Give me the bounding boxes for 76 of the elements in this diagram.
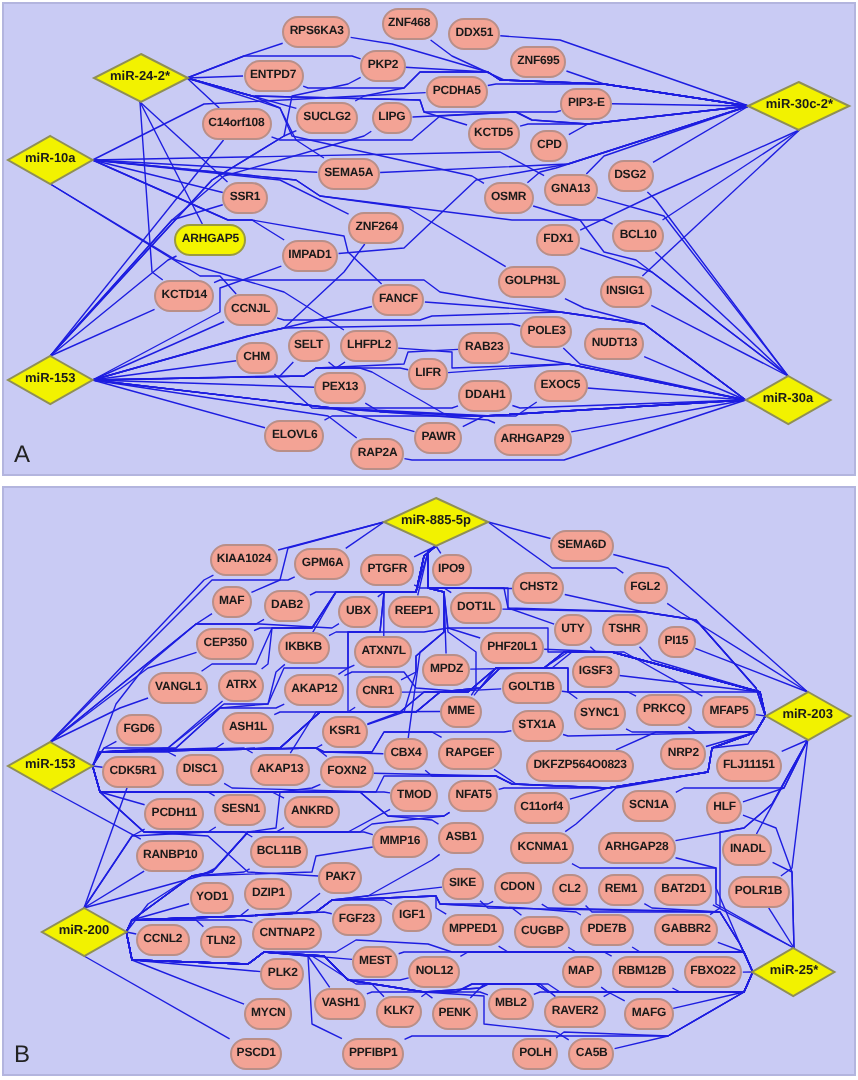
network-edge [771,861,795,949]
network-edge [49,255,178,357]
network-edge [403,399,747,461]
network-edge [612,553,809,693]
network-edge [652,105,750,164]
network-edge [532,205,789,377]
network-edge [780,739,809,877]
network-edge [139,101,164,281]
network-edge [499,35,750,107]
network-edge [83,783,322,909]
network-edge [49,789,142,840]
network-edge [91,265,283,381]
network-edge [345,521,385,550]
network-edge [767,907,795,949]
network-edge [413,545,437,558]
network-edge [742,971,754,973]
network-panel [2,486,856,1076]
network-edge [49,183,345,331]
network-edge [487,521,624,574]
network-edge [596,196,789,377]
network-edge [661,129,801,221]
network-edge [781,739,809,753]
network-edge [91,765,391,794]
network-edge [91,159,383,285]
network-edge [139,101,203,225]
network-edge [435,545,442,555]
network-edge [83,826,217,909]
network-edge [91,379,538,417]
network-edge [49,76,362,357]
network-edge [585,105,750,175]
network-edge [91,243,366,381]
network-edge [643,356,747,401]
network-edge [49,618,265,743]
network-edge [83,955,231,1040]
network-edge [366,971,754,995]
network-edge [479,900,754,973]
network-edge [289,545,437,754]
network-edge [91,663,286,767]
network-edge [139,101,229,183]
network-edge [579,129,801,231]
network-edge [250,521,385,594]
network-edge [487,521,552,540]
network-edge [641,129,801,277]
network-edge [91,91,427,161]
network-edge [186,75,244,79]
network-edge [666,602,809,693]
network-panel [2,2,856,476]
network-edge [49,308,156,357]
network-edge [83,870,145,909]
network-edge [49,139,225,357]
network-edge [186,77,485,185]
network-edge [125,827,285,933]
network-edge [564,715,767,833]
network-edge [650,304,789,377]
network-edge [186,77,220,109]
network-edge [712,904,795,949]
network-edge [337,105,750,255]
network-edge [91,379,266,429]
network-edge [49,130,372,357]
network-edge [83,786,128,909]
network-edge [186,77,325,159]
network-edge [186,55,362,79]
network-edge [398,951,754,973]
network-edge [213,279,747,401]
network-edge [413,584,767,717]
network-edge [91,151,545,177]
panel-letter: B [14,1042,31,1068]
network-edge [49,576,296,743]
panel-letter: A [14,442,31,468]
network-edge [91,747,328,767]
network-edge [742,739,809,803]
network-edge [694,647,809,693]
network-edge [49,697,149,743]
network-edge [709,739,809,916]
network-edge [91,623,340,767]
network-edge [654,251,789,377]
